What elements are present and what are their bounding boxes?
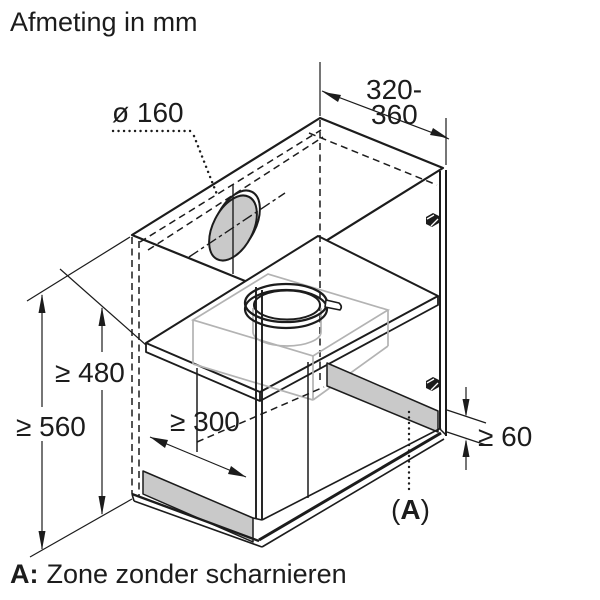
dim-total-height-label: ≥ 560 (16, 411, 86, 442)
hinge-free-zone-front (142, 470, 263, 543)
dim-bottom-clearance: ≥ 300 (149, 406, 247, 478)
caption-text: Zone zonder scharnieren (47, 559, 347, 589)
dim-inner-height-label: ≥ 480 (55, 357, 125, 388)
dim-total-height: ≥ 560 (16, 236, 133, 558)
hole-diameter-label: ø 160 (112, 97, 184, 128)
zone-a-label: (A) (391, 406, 430, 525)
cabinet-hidden-left-edges (131, 237, 140, 497)
bottom-panel-edges (131, 427, 445, 548)
page-title: Afmeting in mm (10, 7, 198, 37)
right-panel-edges (439, 170, 447, 436)
dim-bottom-clearance-label: ≥ 300 (170, 406, 240, 437)
hinge-free-zone-side (326, 362, 439, 433)
dim-depth-label-line2: 360 (371, 99, 418, 130)
zone-a-label-text: (A) (391, 494, 430, 525)
figure-caption: A: Zone zonder scharnieren (10, 559, 347, 589)
shelf (145, 235, 439, 402)
hinge-icon-bottom (426, 377, 439, 391)
duct-collar (243, 282, 343, 330)
front-corner-edges (255, 287, 263, 520)
collar-tab (324, 299, 343, 311)
dim-side-clearance-label: ≥ 60 (478, 421, 532, 452)
hinge-icon-top (426, 213, 439, 227)
duct-hole-centerlines (188, 184, 286, 274)
caption-marker: A: (10, 559, 39, 589)
diameter-leader (111, 129, 220, 199)
dim-depth: 320- 360 (319, 62, 450, 165)
dim-inner-height: ≥ 480 (55, 268, 147, 515)
dim-side-clearance: ≥ 60 (446, 387, 532, 470)
dim-depth-label-line1: 320- (366, 74, 422, 105)
interior-edges (196, 362, 325, 498)
